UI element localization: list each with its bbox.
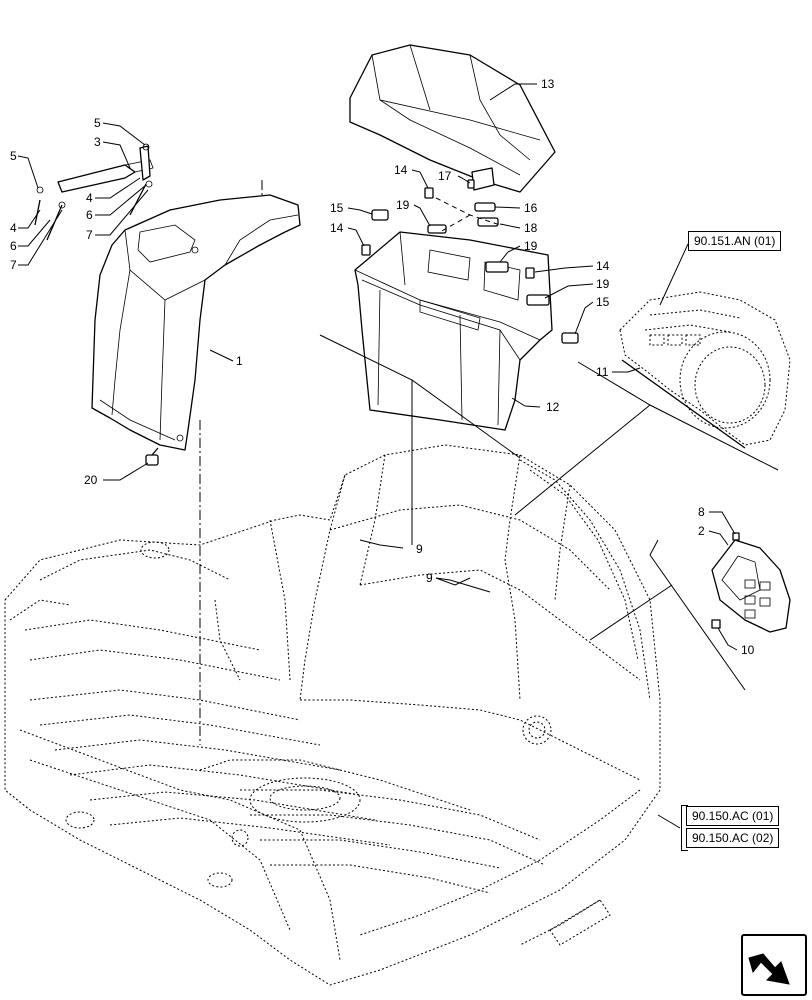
- callout-20: 20: [84, 473, 98, 487]
- callout-19-mid: 19: [524, 239, 538, 253]
- callout-4-right: 4: [86, 191, 93, 205]
- callout-6-left: 6: [10, 239, 17, 253]
- callout-17: 17: [438, 169, 452, 183]
- callout-16: 16: [524, 201, 538, 215]
- reference-cover-panel[interactable]: 90.151.AN (01): [688, 231, 782, 251]
- part-13-bin-lid: [349, 44, 556, 193]
- leader-lines: [17, 83, 779, 829]
- part-2-switch-panel: [711, 532, 791, 633]
- callout-18: 18: [524, 221, 538, 235]
- callout-12: 12: [546, 400, 560, 414]
- part-1-console-cover: [91, 194, 301, 451]
- callout-19-top: 19: [396, 198, 410, 212]
- callout-4-left: 4: [10, 221, 17, 235]
- callout-6-right: 6: [86, 208, 93, 222]
- callout-10: 10: [741, 643, 755, 657]
- part-3-grab-handle: [57, 145, 154, 193]
- callout-5-left: 5: [10, 149, 17, 163]
- callout-7-left: 7: [10, 258, 17, 272]
- next-page-arrow-icon[interactable]: [741, 934, 807, 996]
- bin-hardware: [361, 187, 579, 344]
- center-lines: [199, 180, 263, 745]
- callout-14-top: 14: [394, 163, 408, 177]
- callout-15-left: 15: [330, 201, 344, 215]
- reference-bracket: [681, 805, 688, 851]
- callout-7-right: 7: [86, 228, 93, 242]
- callout-labels: 1 2 3 4 4 5 5 6 6 7 7 8 9 9 10 11 12 13 …: [10, 77, 755, 657]
- callout-3: 3: [94, 135, 101, 149]
- callout-15-right: 15: [596, 295, 610, 309]
- callout-14-right: 14: [596, 259, 610, 273]
- callout-1: 1: [236, 354, 243, 368]
- reference-cab-floor-1[interactable]: 90.150.AC (01): [686, 806, 780, 826]
- callout-9-lower: 9: [426, 571, 433, 585]
- cab-floor-assembly: [4, 444, 661, 986]
- reference-cab-floor-2[interactable]: 90.150.AC (02): [686, 828, 780, 848]
- cover-panel-assembly: [619, 291, 791, 449]
- callout-14-left: 14: [330, 221, 344, 235]
- part-12-storage-bin: [354, 231, 553, 431]
- arrow-glyph: [748, 953, 790, 985]
- callout-8: 8: [698, 505, 705, 519]
- part-20-screw: [145, 447, 159, 466]
- callout-13: 13: [541, 77, 555, 91]
- callout-9-top: 9: [416, 542, 423, 556]
- callout-5-right: 5: [94, 116, 101, 130]
- callout-11: 11: [596, 365, 609, 379]
- part-6-7-rods: [34, 143, 153, 241]
- callout-2: 2: [698, 524, 705, 538]
- callout-19-right: 19: [596, 277, 610, 291]
